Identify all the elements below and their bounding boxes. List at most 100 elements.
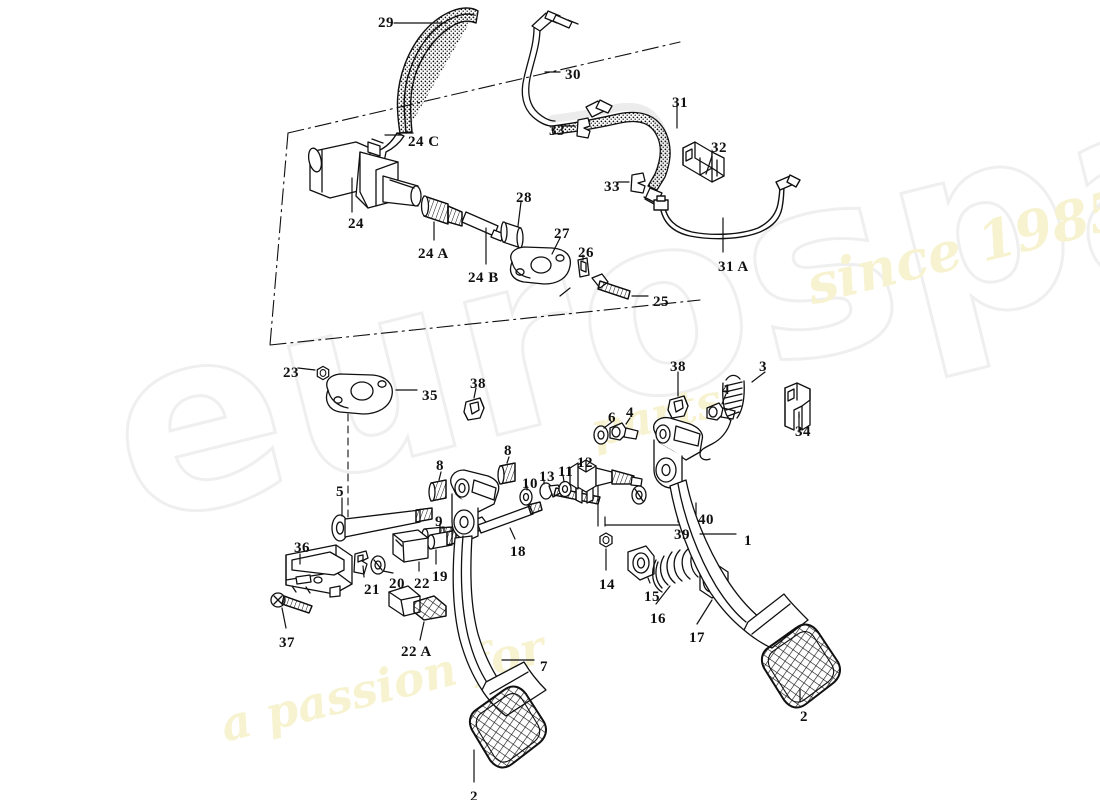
callout-mounting-screw: 37: [279, 635, 295, 651]
leader-32: [705, 155, 713, 175]
part-32-bracket: [682, 141, 725, 183]
part-6-washer: [593, 425, 609, 445]
callout-speed-nut: 38: [670, 359, 686, 375]
callout-flexible-brake-hose: 31: [672, 95, 688, 111]
callout-bushing: 8: [504, 443, 512, 459]
leader-18: [509, 527, 516, 540]
callout-hex-bolt: 4: [722, 382, 730, 398]
leader-17: [696, 599, 713, 625]
leader-37: [281, 607, 287, 629]
part-40-switch-nut: [631, 485, 647, 505]
callout-bearing-bracket: 35: [422, 388, 438, 404]
callout-pivot-shaft: 5: [336, 484, 344, 500]
callout-return-spring: 16: [650, 611, 666, 627]
callout-clip: 12: [577, 455, 593, 471]
callout-washer: 13: [539, 469, 555, 485]
callout-brake-pedal: 1: [744, 533, 752, 549]
callout-dust-boot: 24 A: [418, 246, 449, 262]
callout-brake-light-switch: 39: [674, 527, 690, 543]
callout-bushing: 9: [435, 514, 443, 530]
callout-hex-bolt: 4: [626, 405, 634, 421]
callout-bushing: 8: [436, 458, 444, 474]
callout-retaining-clip: 33: [549, 123, 565, 139]
part-23-nut: [316, 365, 330, 381]
callout-clutch-pedal-pad: 7: [540, 659, 548, 675]
callout-hydraulic-line: 30: [565, 67, 581, 83]
part-30-line: [521, 10, 579, 127]
callout-actuator-block: 22: [414, 576, 430, 592]
callout-retaining-clip: 34: [795, 424, 811, 440]
callout-clutch-switch: 36: [294, 540, 310, 556]
callout-bleeder-valve: 24 C: [408, 134, 440, 150]
callout-washer: 10: [522, 476, 538, 492]
callout-bushing: 19: [432, 569, 448, 585]
part-2-pad-right: [760, 623, 841, 709]
part-24-slave-cylinder: [307, 138, 422, 209]
callout-spring-retainer: 17: [689, 630, 705, 646]
part-36-clutch-switch: [285, 544, 353, 598]
callout-lock-washer: 26: [578, 245, 594, 261]
callout-clutch-slave-cylinder: 24: [348, 216, 364, 232]
part-8-bushing-a: [428, 479, 447, 502]
callout-hydraulic-hose-clutch: 29: [378, 15, 394, 31]
callout-retaining-clip: 33: [604, 179, 620, 195]
part-14-nut: [599, 532, 613, 548]
callout-nut: 11: [558, 464, 574, 480]
callout-speed-nut: 38: [470, 376, 486, 392]
callout-spring-seat: 15: [644, 589, 660, 605]
part-29-hose: [376, 7, 479, 163]
leader-16: [655, 585, 671, 605]
part-21-spring-clip: [353, 550, 369, 575]
part-37-screw: [270, 592, 313, 614]
part-38-speednut-a: [463, 397, 485, 421]
leader-22a: [419, 621, 425, 641]
callout-switch-nut: 40: [698, 512, 714, 528]
part-35-bracket: [325, 373, 393, 415]
part-19-bushing: [426, 529, 457, 550]
callout-pedal-rubber-pad: 2: [800, 709, 808, 725]
part-39-brake-switch: [569, 459, 643, 493]
callout-washer: 6: [608, 410, 616, 426]
callout-pedal-rubber-pad: 2: [470, 789, 478, 800]
callout-brake-line: 31 A: [718, 259, 749, 275]
callout-mounting-bracket: 32: [711, 140, 727, 156]
callout-mounting-flange: 27: [554, 226, 570, 242]
part-24b-pushrod: [461, 211, 505, 242]
part-20-washer: [370, 555, 386, 575]
part-8-bushing-b: [497, 462, 516, 485]
callout-spacer-sleeve: 28: [516, 190, 532, 206]
part-15-spring-seat: [627, 545, 655, 581]
callout-spring-clip: 21: [364, 582, 380, 598]
part-3-return-spring: [699, 374, 745, 461]
callout-pivot-bolt: 18: [510, 544, 526, 560]
part-27-flange: [509, 246, 572, 285]
callout-hex-bolt: 25: [653, 294, 669, 310]
leader-27: [551, 237, 561, 255]
leader-28: [517, 201, 522, 227]
assembly-guide-line: [269, 41, 701, 346]
part-38-speednut-b: [667, 395, 689, 419]
part-24a-boot: [420, 195, 463, 227]
callout-hex-nut: 23: [283, 365, 299, 381]
callout-nut: 14: [599, 577, 615, 593]
leader-23: [297, 367, 316, 371]
part-31a-brakeline: [653, 174, 801, 240]
part-11-nut: [558, 480, 572, 498]
part-1-brake-pedal: [653, 416, 809, 649]
part-22-actuator-block: [392, 529, 429, 563]
part-28-spacer: [500, 221, 524, 249]
leader-25: [559, 287, 649, 297]
part-33-clip-a: [576, 117, 591, 139]
part-4-bolt-b: [706, 402, 736, 421]
callout-actuator-pad: 22 A: [401, 644, 432, 660]
part-4-bolt-a: [609, 422, 639, 441]
part-22a-actuator-pad: [388, 585, 447, 621]
part-10-washer: [519, 488, 533, 506]
part-5-pivot-shaft: [331, 507, 433, 542]
leader-3: [751, 371, 766, 383]
part-26-lockwasher: [577, 257, 590, 278]
callout-return-spring: 3: [759, 359, 767, 375]
leader-38a: [473, 387, 477, 399]
